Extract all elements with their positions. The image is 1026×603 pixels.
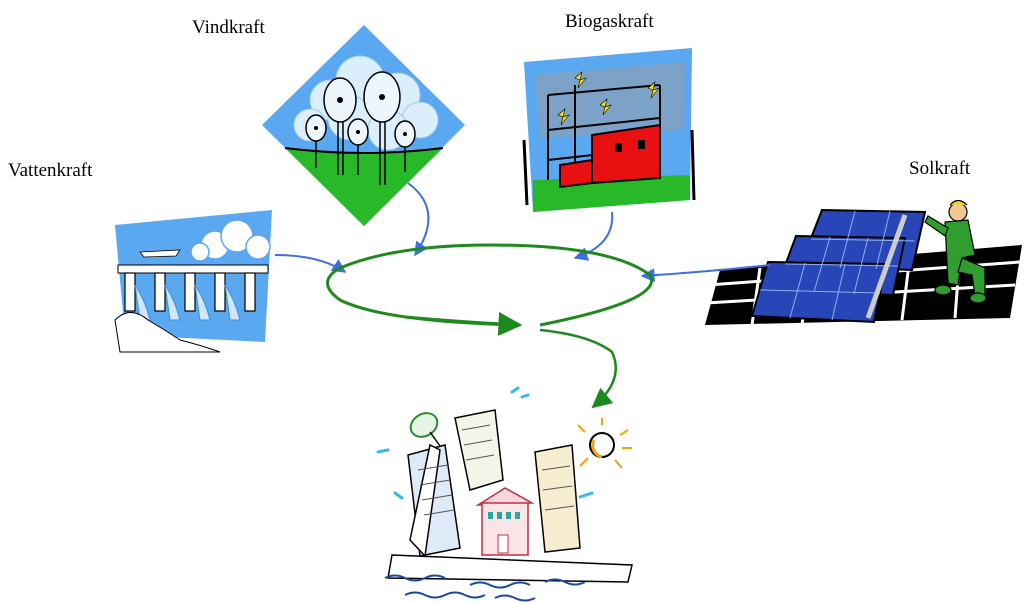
biogas-plant-icon (522, 48, 696, 212)
city-icon (376, 386, 633, 602)
arrow-hydro-to-grid (274, 254, 347, 273)
solar-panels-icon (705, 199, 1022, 326)
arrow-grid-to-city (539, 328, 617, 409)
hydro-dam-icon (114, 210, 272, 353)
grid-loop (326, 243, 653, 409)
label-solkraft: Solkraft (909, 158, 971, 179)
arrow-biogas-to-grid (573, 211, 614, 261)
wind-farm-icon (262, 25, 465, 226)
arrow-solar-to-grid (640, 264, 771, 283)
label-vindkraft: Vindkraft (192, 17, 265, 38)
label-biogaskraft: Biogaskraft (565, 11, 654, 32)
label-vattenkraft: Vattenkraft (8, 160, 93, 181)
arrow-wind-to-grid (407, 182, 430, 257)
